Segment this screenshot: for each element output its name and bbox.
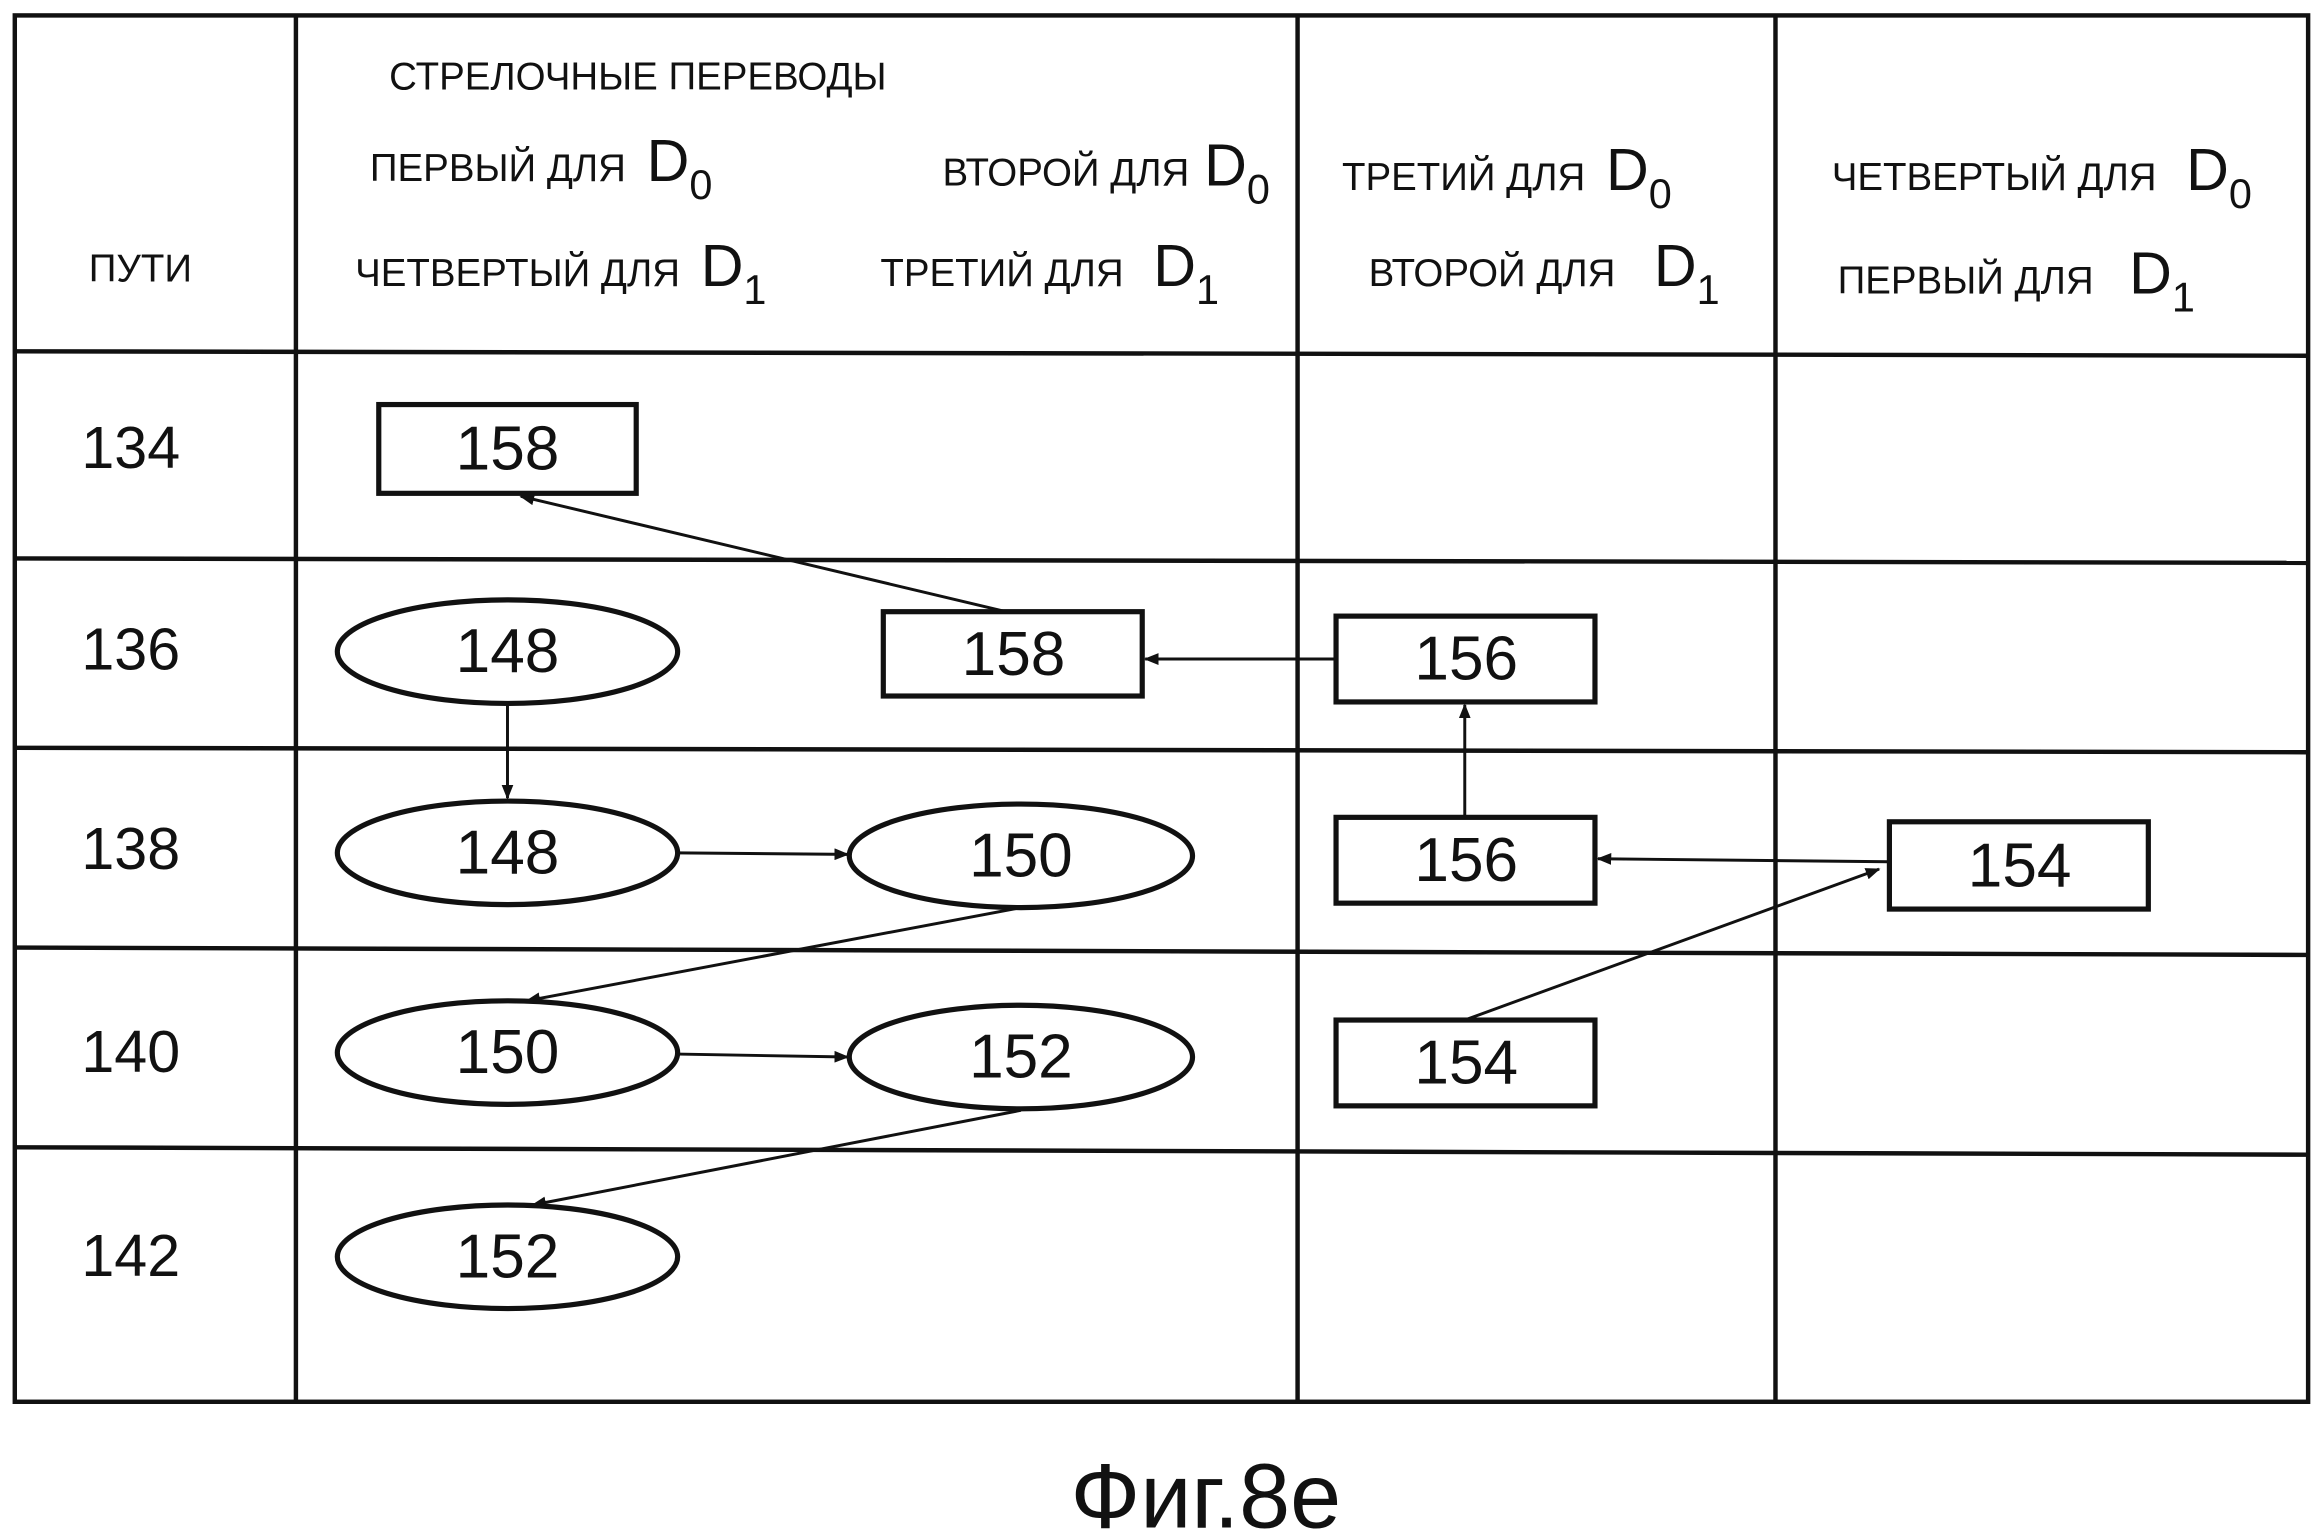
node-156-row138: 156 (1333, 814, 1598, 906)
arrow (531, 1108, 1022, 1209)
svg-text:154: 154 (1414, 1028, 1518, 1097)
svg-text:158: 158 (962, 620, 1066, 689)
arrows (501, 493, 1890, 1209)
node-150-row138: 150 (846, 801, 1196, 911)
svg-text:148: 148 (456, 617, 560, 686)
table-grid (12, 13, 2311, 1404)
svg-text:156: 156 (1414, 826, 1518, 895)
arrow (1464, 867, 1881, 1022)
arrow (525, 906, 1022, 1005)
row-label-142: 142 (81, 1222, 180, 1289)
node-156-row136: 156 (1333, 613, 1598, 705)
svg-text:156: 156 (1414, 625, 1518, 694)
svg-text:152: 152 (969, 1023, 1073, 1092)
node-148-row138: 148 (334, 798, 681, 908)
node-154-row140: 154 (1333, 1017, 1598, 1109)
node-148-row136: 148 (334, 597, 681, 707)
node-152-row140: 152 (846, 1002, 1196, 1112)
node-150-row140: 150 (334, 998, 681, 1107)
node-158-row134: 158 (376, 401, 639, 496)
row-label-134: 134 (81, 414, 180, 481)
paths-header: ПУТИ (89, 248, 192, 291)
arrow (1596, 852, 1890, 865)
figure-caption: Фиг.8е (1070, 1446, 1341, 1540)
arrow (519, 493, 1007, 614)
svg-text:150: 150 (969, 821, 1073, 890)
row-label-138: 138 (81, 815, 180, 882)
node-158-row136: 158 (880, 609, 1145, 699)
node-152-row142: 152 (334, 1202, 681, 1312)
node-154-row138: 154 (1886, 819, 2151, 912)
svg-text:148: 148 (456, 818, 560, 887)
svg-text:158: 158 (456, 414, 560, 483)
arrow (677, 1050, 850, 1063)
svg-text:150: 150 (456, 1018, 560, 1087)
row-label-136: 136 (81, 615, 180, 682)
svg-text:154: 154 (1968, 832, 2072, 901)
arrow (677, 848, 850, 861)
svg-text:152: 152 (456, 1222, 560, 1291)
switches-title: СТРЕЛОЧНЫЕ ПЕРЕВОДЫ (389, 55, 886, 98)
row-label-140: 140 (81, 1018, 180, 1085)
